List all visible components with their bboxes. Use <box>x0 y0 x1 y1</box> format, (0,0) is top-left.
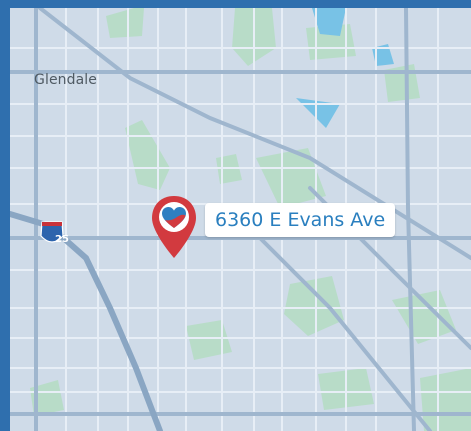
water-areas <box>296 8 394 128</box>
address-label: 6360 E Evans Ave <box>215 209 386 231</box>
place-label-glendale: Glendale <box>34 72 97 88</box>
heart-location-pin-icon[interactable] <box>151 195 197 259</box>
map-canvas[interactable]: Glendale 25 6360 E Evans Ave <box>10 8 471 431</box>
interstate-shield-number: 25 <box>55 234 69 245</box>
address-callout[interactable]: 6360 E Evans Ave <box>205 203 396 237</box>
interstate-shield-icon <box>40 221 64 243</box>
map-basemap <box>10 8 471 431</box>
